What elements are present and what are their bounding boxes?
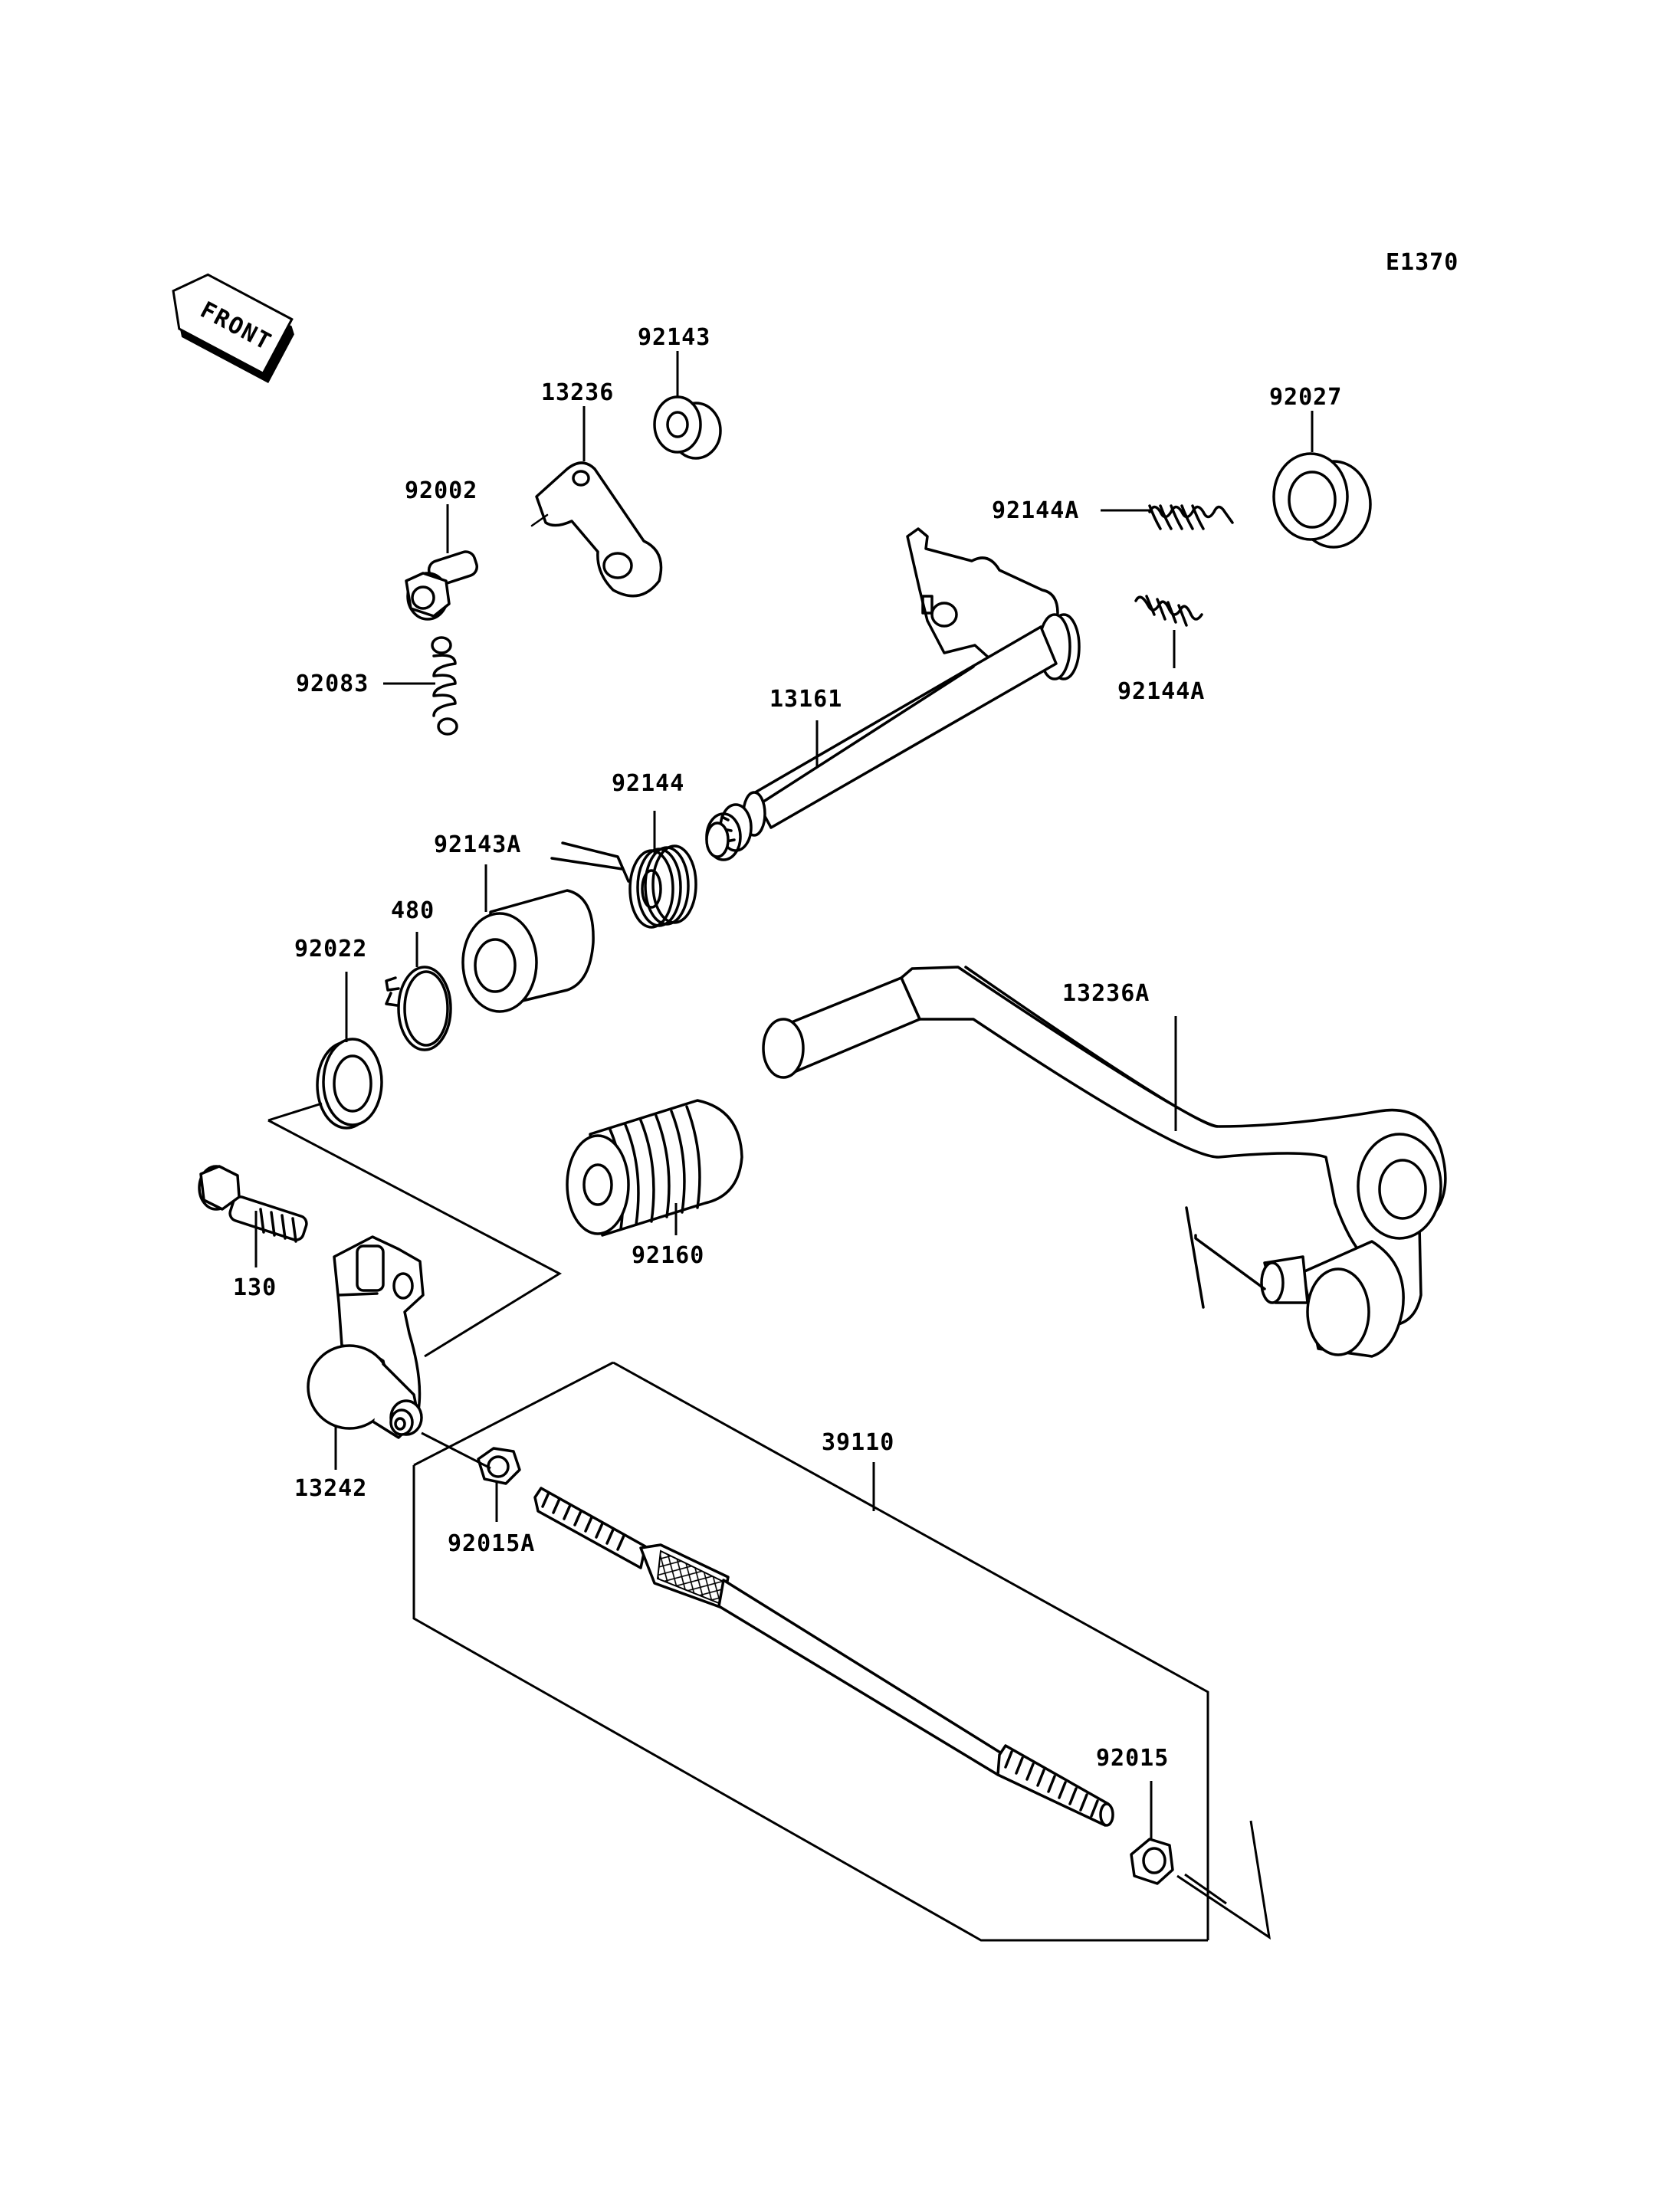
nut-92015 — [1130, 1838, 1174, 1885]
label-92160: 92160 — [632, 1242, 704, 1269]
pedal-rubber-92160 — [566, 1099, 743, 1237]
shift-lever-13242 — [307, 1235, 425, 1439]
label-92015A: 92015A — [448, 1530, 535, 1557]
oil-seal-92027 — [1272, 452, 1372, 549]
label-13161: 13161 — [769, 686, 842, 713]
nut-92015A — [477, 1447, 521, 1485]
label-39110: 39110 — [822, 1429, 894, 1456]
torsion-spring-92144 — [550, 841, 697, 929]
diagram-code: E1370 — [1386, 249, 1459, 276]
bolt-130 — [198, 1165, 308, 1243]
label-92144: 92144 — [612, 770, 684, 797]
label-92027: 92027 — [1269, 384, 1342, 411]
washer-92022 — [316, 1038, 383, 1130]
leader-lines — [254, 351, 1314, 1841]
shift-pedal-13236A — [762, 966, 1447, 1358]
assembly-lines — [267, 1102, 1271, 1942]
collar-92143 — [653, 395, 722, 460]
label-92022: 92022 — [294, 936, 367, 962]
label-130: 130 — [233, 1274, 277, 1301]
part-labels: 92143 13236 92027 92002 92144A 92083 921… — [233, 324, 1342, 1772]
label-92015: 92015 — [1096, 1745, 1169, 1772]
label-13242: 13242 — [294, 1475, 367, 1502]
label-92144A-top: 92144A — [992, 497, 1079, 524]
collar-92143A — [461, 889, 595, 1013]
shift-shaft-13161 — [705, 527, 1081, 861]
spring-92083 — [431, 636, 458, 736]
label-13236A: 13236A — [1062, 980, 1150, 1007]
label-92143A: 92143A — [434, 831, 521, 858]
label-92143: 92143 — [638, 324, 710, 351]
circlip-480 — [385, 966, 452, 1051]
front-arrow-icon: FRONT — [172, 273, 294, 383]
spring-92144A-bottom — [1134, 595, 1203, 627]
tie-rod-39110 — [533, 1487, 1114, 1827]
label-92002: 92002 — [405, 477, 477, 504]
arm-plate-13236 — [530, 461, 663, 598]
label-92083: 92083 — [296, 671, 369, 697]
label-480: 480 — [391, 897, 435, 924]
label-92144A-bottom: 92144A — [1117, 678, 1205, 705]
label-13236: 13236 — [541, 379, 614, 406]
bolt-92002 — [405, 550, 479, 621]
spring-92144A-top — [1148, 504, 1234, 530]
